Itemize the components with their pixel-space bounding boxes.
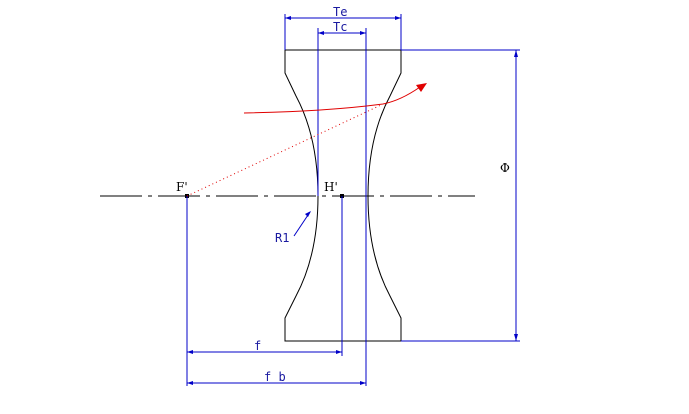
ray-arrowhead <box>416 83 427 92</box>
phi-label: Φ <box>500 161 510 175</box>
h-prime-label: H' <box>324 180 338 194</box>
te-arrow-right <box>395 16 401 20</box>
f-arrow-left <box>187 350 193 354</box>
r1-label: R1 <box>275 231 289 245</box>
te-arrow-left <box>285 16 291 20</box>
fb-arrow-right <box>360 381 366 385</box>
te-label: Te <box>333 5 347 19</box>
tc-arrow-right <box>360 31 366 35</box>
f-label: f <box>254 339 261 353</box>
incident-ray <box>243 86 421 114</box>
virtual-ray <box>186 104 382 197</box>
f-prime-label: F' <box>176 180 188 194</box>
phi-arrow-bottom <box>514 334 518 341</box>
tc-arrow-left <box>318 31 324 35</box>
tc-label: Tc <box>333 20 347 34</box>
fb-label: f b <box>264 370 286 384</box>
f-arrow-right <box>336 350 342 354</box>
fb-arrow-left <box>187 381 193 385</box>
r1-leader-arrow <box>305 211 311 217</box>
phi-arrow-top <box>514 50 518 57</box>
